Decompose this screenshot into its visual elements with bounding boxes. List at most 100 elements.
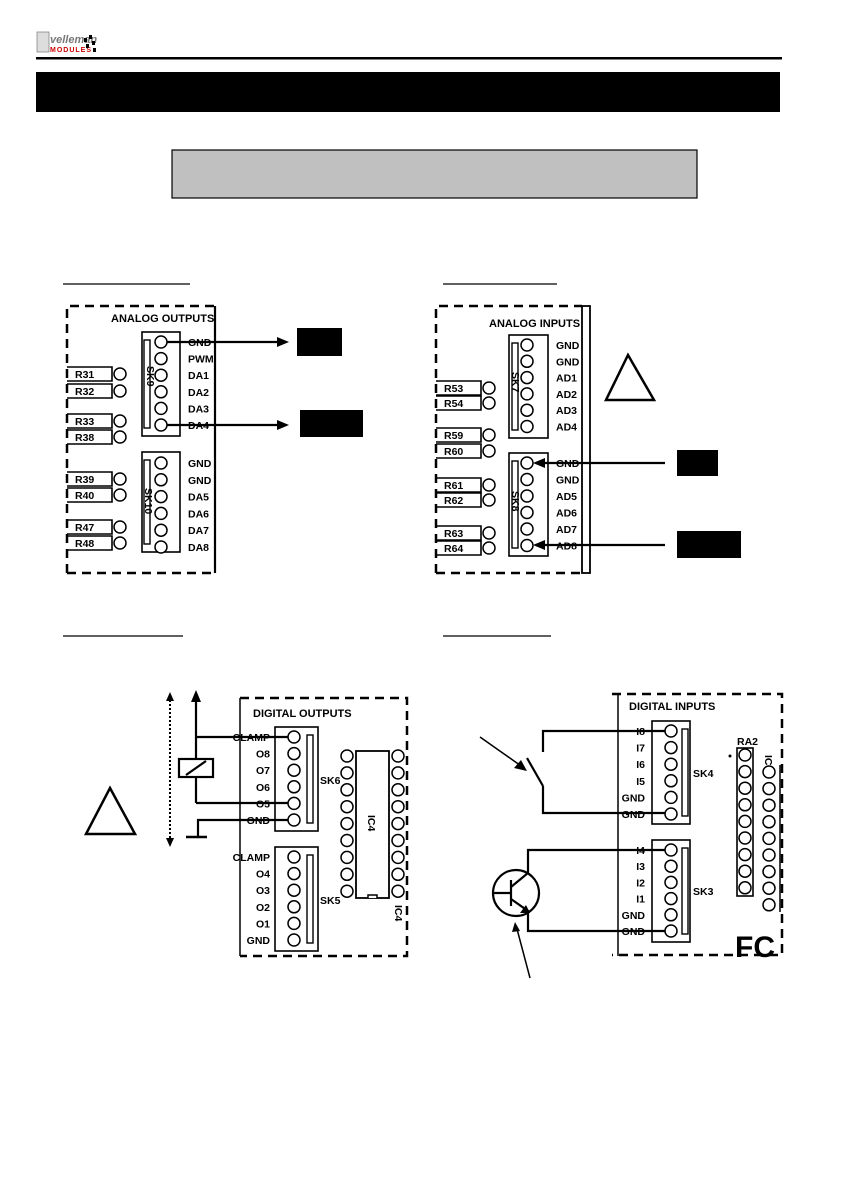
pin-sk3-4: [664, 891, 678, 906]
resistor-pad: [482, 526, 496, 540]
pin-sk6-5: [287, 796, 301, 811]
pin-label: I3: [636, 861, 645, 873]
ic5-pin: [762, 815, 776, 829]
resistor-label: R39: [75, 474, 94, 486]
resistor-label: R48: [75, 538, 94, 550]
pin-label: DA4: [188, 420, 209, 432]
pin-label: O7: [256, 765, 270, 777]
pin-label: O5: [256, 798, 270, 810]
ic4-pin: [340, 783, 354, 797]
ra2-pin: [738, 764, 752, 779]
pin-sk4-5: [664, 790, 678, 805]
pin-label: GND: [556, 458, 580, 470]
ra2-pin: [738, 864, 752, 878]
resistor-pad: [482, 541, 496, 555]
pin-label: AD8: [556, 541, 577, 553]
transistor-icon: [491, 868, 541, 918]
ic4-pin: [391, 850, 405, 865]
resistor-pad: [482, 478, 496, 492]
pin-label: O6: [256, 782, 270, 794]
pin-sk4-6: [664, 807, 678, 821]
resistor-pad: [482, 396, 496, 410]
pin-sk9-6: [154, 418, 168, 432]
velleman-logo: velleman MODULES: [36, 31, 97, 54]
resistor-label: R63: [444, 528, 463, 540]
pin-sk4-4: [664, 774, 678, 788]
resistor-pad: [113, 414, 127, 428]
ic4-label: IC4: [392, 905, 404, 922]
pin-sk8-6: [520, 538, 534, 553]
pin-label: GND: [556, 475, 580, 487]
pin-label: O4: [256, 869, 270, 881]
resistor-label: R64: [444, 543, 463, 555]
pin-label: AD6: [556, 508, 577, 520]
redacted-label-box: [297, 328, 342, 356]
pin-label: O2: [256, 902, 270, 914]
pin-sk5-1: [287, 850, 301, 864]
pin-label: I4: [636, 845, 645, 857]
ic4-pin: [391, 833, 405, 848]
pin-label: GND: [556, 340, 580, 352]
ic5-pin: [762, 798, 776, 812]
pin-label: AD5: [556, 491, 577, 503]
pin-sk5-6: [287, 933, 301, 947]
ra2-pin: [738, 814, 752, 829]
analog-outputs-title: ANALOG OUTPUTS: [111, 313, 214, 325]
transistor-circuit: [491, 848, 671, 979]
resistor-label: R60: [444, 446, 463, 458]
pin-sk8-5: [520, 522, 534, 536]
svg-text:MODULES: MODULES: [50, 47, 92, 54]
pin-sk7-2: [520, 354, 534, 369]
pin-sk6-2: [287, 746, 301, 761]
connector-name: SK8: [509, 491, 521, 512]
ic4-pin: [340, 766, 354, 780]
pin-sk4-2: [664, 740, 678, 755]
connector-name: SK3: [693, 886, 714, 898]
ra2-pin: [738, 748, 752, 762]
pin-label: I6: [636, 759, 645, 771]
resistor-pad: [113, 488, 127, 502]
ic5-pin: [762, 848, 776, 862]
pin-sk9-2: [154, 351, 168, 366]
digital-inputs-title: DIGITAL INPUTS: [629, 701, 715, 713]
resistor-R39: R39: [67, 471, 127, 487]
resistor-pad: [482, 493, 496, 507]
resistor-R32: R32: [67, 383, 127, 399]
resistor-label: R40: [75, 490, 94, 502]
digital-outputs-diagram: DIGITAL OUTPUTS CLAMPO8O7O6O5GNDSK6CLAMP…: [83, 690, 409, 958]
pin-sk9-4: [154, 385, 168, 399]
pin-sk5-2: [287, 866, 301, 881]
pin-sk7-1: [520, 338, 534, 352]
pin-sk8-3: [520, 489, 534, 503]
ic5-pin: [762, 864, 776, 879]
ic4-body: [355, 750, 390, 899]
pin-label: DA3: [188, 403, 209, 415]
resistor-R60: R60: [436, 443, 496, 459]
pin-sk4-3: [664, 757, 678, 771]
pin-label: I5: [636, 776, 645, 788]
ra2-pin: [738, 847, 752, 862]
pin-sk3-1: [664, 843, 678, 857]
resistor-pad: [113, 430, 127, 444]
resistor-R53: R53: [436, 380, 496, 396]
resistor-label: R32: [75, 386, 94, 398]
resistor-pad: [113, 384, 127, 398]
redacted-label-box: [300, 410, 363, 437]
ic4-label: IC4: [365, 815, 377, 832]
resistor-label: R38: [75, 432, 94, 444]
pin-sk5-5: [287, 916, 301, 931]
resistor-label: R33: [75, 416, 94, 428]
resistor-pad: [482, 381, 496, 395]
ra2-label: RA2: [737, 736, 758, 748]
pin-label: DA2: [188, 387, 209, 399]
warning-triangle-icon: [83, 785, 138, 836]
pin-label: GND: [188, 337, 212, 349]
analog-inputs-diagram: ANALOG INPUTS R53R54R59R60R61R62R63R64GN…: [434, 304, 741, 575]
pin-sk3-2: [664, 859, 678, 873]
resistor-R62: R62: [436, 492, 496, 508]
pin-sk5-4: [287, 900, 301, 914]
pin-sk10-4: [154, 506, 168, 521]
